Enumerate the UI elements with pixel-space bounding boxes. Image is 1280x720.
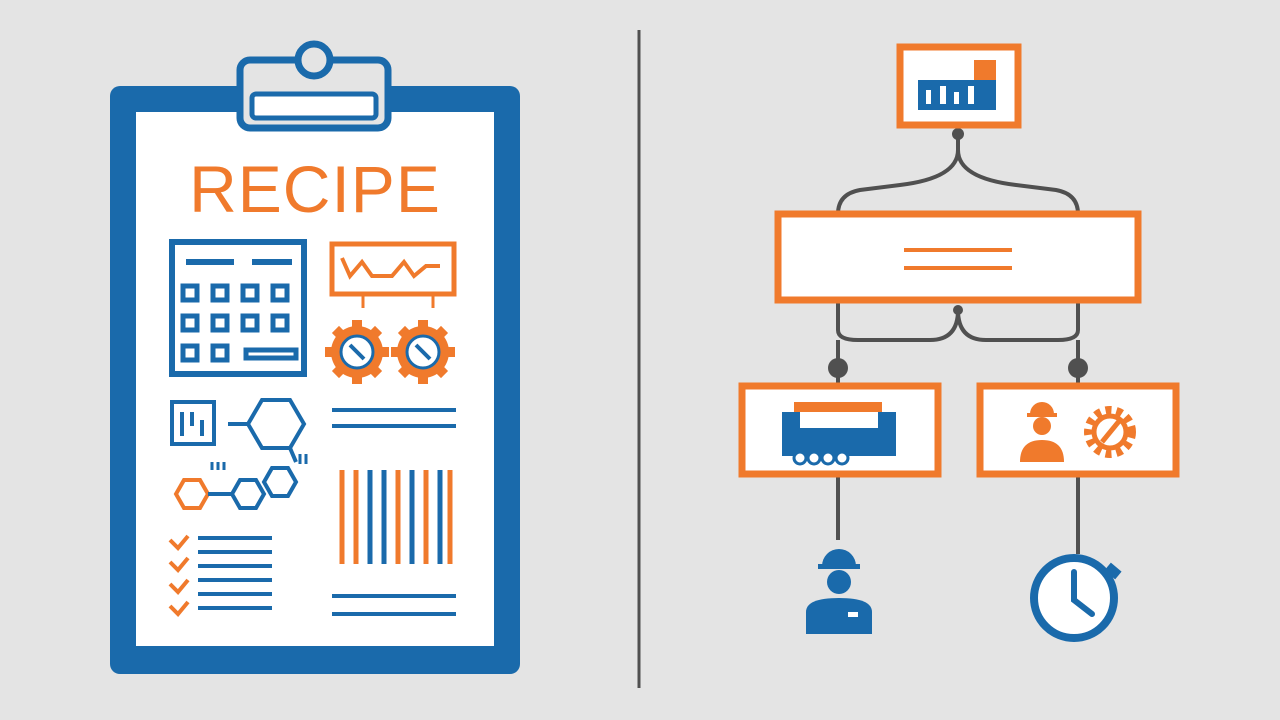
worker-gear-icon: [976, 382, 1180, 478]
molecule-icon: [173, 398, 308, 510]
gear-icon: [325, 320, 389, 384]
waveform-icon: [329, 241, 457, 308]
recipe-title: RECIPE: [189, 152, 441, 226]
text-lines: [332, 594, 456, 616]
clipboard-icon: [110, 40, 520, 674]
factory-icon: [896, 43, 1022, 129]
connector-lines: [836, 126, 1080, 554]
operator-icon: [806, 549, 872, 634]
calculator-icon: [169, 239, 307, 377]
connector-dots: [828, 128, 1088, 378]
barcode-icon: [339, 470, 453, 564]
text-lines: [332, 408, 456, 428]
gear-icon: [391, 320, 455, 384]
chip-icon: [170, 400, 216, 446]
checklist-icon: [168, 534, 272, 617]
process-icon: [774, 210, 1142, 304]
clock-icon: [1030, 554, 1122, 642]
machine-icon: [738, 382, 942, 478]
